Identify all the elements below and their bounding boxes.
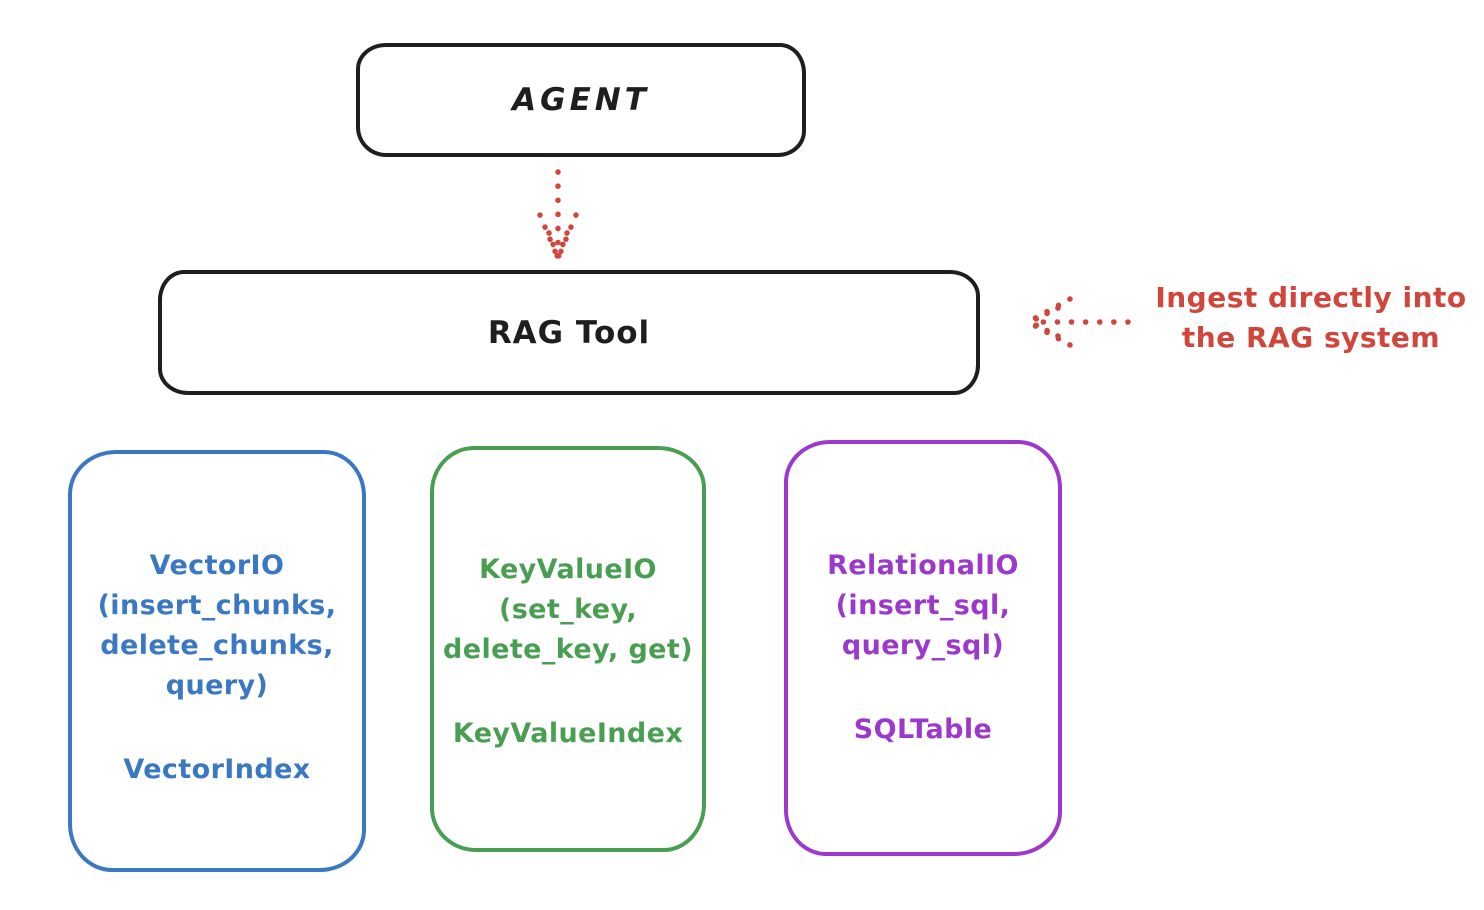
rag-tool-label: RAG Tool xyxy=(487,314,651,351)
arrow-left-icon xyxy=(1027,296,1131,348)
backend-index-label: VectorIndex xyxy=(123,754,311,785)
agent-node: AGENT xyxy=(356,43,806,157)
backend-line: delete_chunks, xyxy=(100,630,334,661)
backend-index-label: SQLTable xyxy=(853,714,993,745)
backend-line: RelationalIO xyxy=(827,550,1019,581)
backend-line: (insert_chunks, xyxy=(97,590,337,621)
backend-line: delete_key, get) xyxy=(443,634,693,665)
rag-tool-node: RAG Tool xyxy=(158,270,980,395)
backend-index-label: KeyValueIndex xyxy=(452,718,684,749)
ingest-annotation-line1: Ingest directly into xyxy=(1155,281,1467,314)
backend-line: KeyValueIO xyxy=(479,554,657,585)
backend-line: query_sql) xyxy=(841,630,1005,661)
backend-node-relational-io: RelationalIO (insert_sql, query_sql) SQL… xyxy=(784,440,1062,856)
backend-node-keyvalue-io: KeyValueIO (set_key, delete_key, get) Ke… xyxy=(430,446,706,852)
backend-line: VectorIO xyxy=(149,550,285,581)
backend-line: (set_key, xyxy=(498,594,638,625)
agent-label: AGENT xyxy=(512,82,650,118)
backend-line: (insert_sql, xyxy=(835,590,1011,621)
backend-line: query) xyxy=(165,670,269,701)
arrow-down-icon xyxy=(537,169,579,261)
backend-node-vector-io: VectorIO (insert_chunks, delete_chunks, … xyxy=(68,450,366,872)
ingest-annotation: Ingest directly into the RAG system xyxy=(1138,278,1484,358)
ingest-annotation-line2: the RAG system xyxy=(1181,321,1441,354)
